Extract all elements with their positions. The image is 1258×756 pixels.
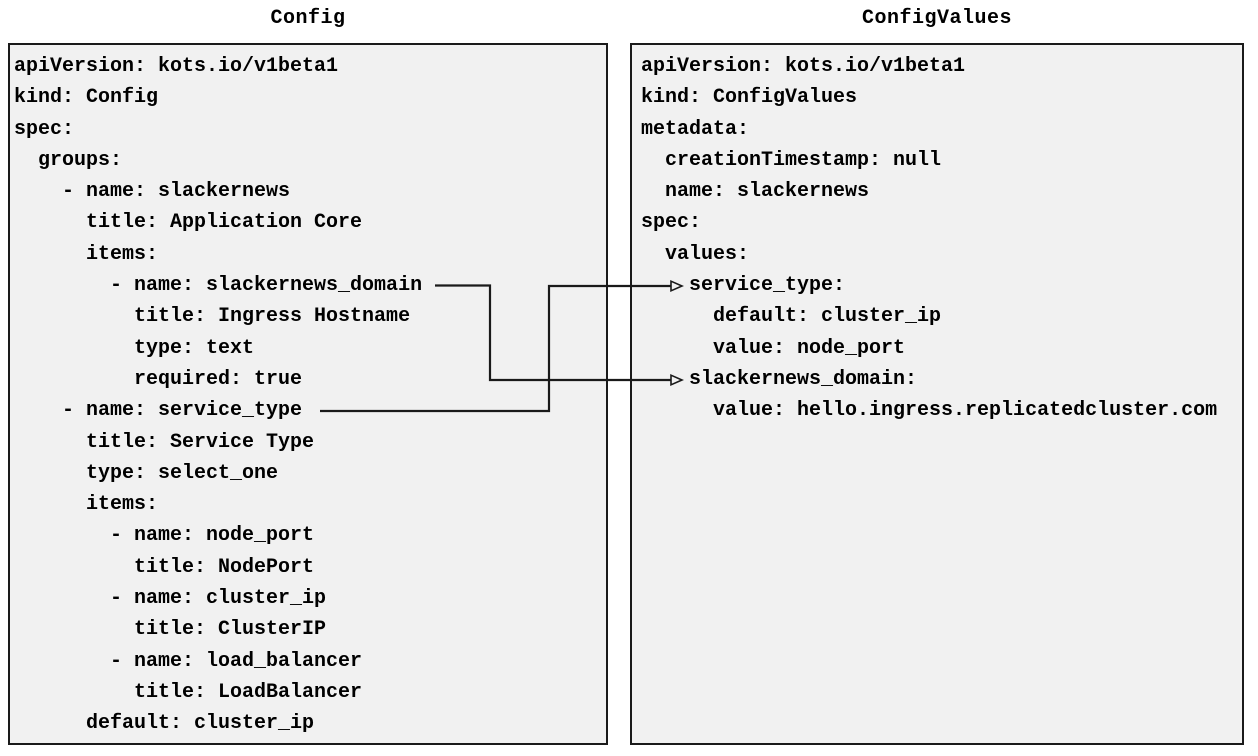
config-yaml-code: apiVersion: kots.io/v1beta1 kind: Config… [14,55,423,736]
config-panel-title: Config [270,7,346,30]
configvalues-panel-title: ConfigValues [861,7,1013,30]
configvalues-panel: apiVersion: kots.io/v1beta1 kind: Config… [630,43,1244,745]
configvalues-yaml-code: apiVersion: kots.io/v1beta1 kind: Config… [641,55,1218,423]
config-panel: apiVersion: kots.io/v1beta1 kind: Config… [8,43,608,745]
